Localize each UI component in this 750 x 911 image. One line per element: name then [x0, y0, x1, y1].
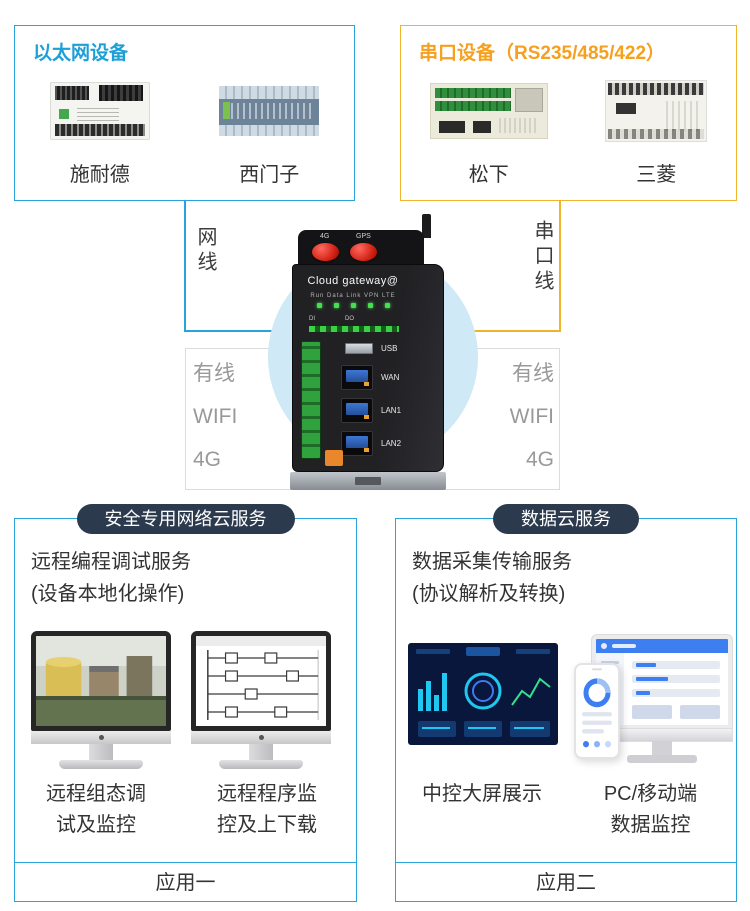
- device-label-siemens: 西门子: [239, 164, 300, 186]
- antenna-connector-4g-icon: [312, 243, 339, 261]
- ladder-screen: [191, 631, 331, 731]
- device-card-mitsubishi: 三菱: [605, 78, 708, 187]
- mode-wifi-left: WIFI: [193, 405, 238, 428]
- power-terminal-icon: [325, 450, 343, 466]
- monitor-stand-neck: [89, 744, 113, 760]
- monitor-chin: [31, 731, 171, 744]
- schneider-plc-image: [49, 78, 150, 144]
- application-panel-2: 数据云服务 数据采集传输服务 (协议解析及转换): [395, 504, 737, 902]
- lan1-port-icon: [341, 398, 373, 423]
- scada-screen-graphic: [36, 636, 166, 726]
- ethernet-cable-line-horizontal: [184, 330, 296, 332]
- device-label-schneider: 施耐德: [69, 164, 130, 186]
- application-panel-1: 安全专用网络云服务 远程编程调试服务 (设备本地化操作): [14, 504, 357, 902]
- antenna-4g-label: 4G: [320, 233, 330, 240]
- mode-4g-right: 4G: [525, 448, 554, 471]
- network-cable-label: 网线: [194, 226, 216, 276]
- siemens-plc-image: [219, 78, 320, 144]
- ladder-monitor-image: [191, 631, 331, 769]
- device-label-mitsubishi: 三菱: [636, 164, 677, 186]
- caption-remote-program: 远程程序监 控及上下载: [217, 783, 317, 836]
- cloud-service-header-2: 数据云服务: [493, 504, 639, 534]
- mode-wifi-right: WIFI: [509, 405, 554, 428]
- ethernet-device-row: 施耐德 西门子: [15, 78, 354, 187]
- panasonic-plc-image: [429, 78, 548, 144]
- io-indicator-blocks: [309, 326, 399, 332]
- plc-graphic-siemens: [219, 86, 320, 136]
- gateway-brand-label: Cloud gateway@: [307, 275, 399, 287]
- antenna-gps-label: GPS: [356, 233, 371, 240]
- serial-cable-line-horizontal: [449, 330, 561, 332]
- pc-mobile-image: [574, 631, 732, 796]
- terminal-block-icon: [301, 341, 321, 459]
- gateway-top-panel: 4G GPS: [298, 230, 424, 264]
- gateway-body: Cloud gateway@ Run Data Link VPN LTE DI …: [292, 264, 444, 472]
- caption-pc-mobile: PC/移动端 数据监控: [603, 783, 698, 836]
- service-subtitle-2: (协议解析及转换): [412, 583, 566, 605]
- device-card-siemens: 西门子: [219, 78, 320, 187]
- serial-devices-panel: 串口设备（RS235/485/422） 松下 三菱: [400, 25, 737, 201]
- do-label: DO: [345, 316, 354, 322]
- lan2-port-icon: [341, 431, 373, 456]
- connection-modes-left: 有线 WIFI 4G: [193, 360, 237, 489]
- serial-devices-title: 串口设备（RS235/485/422）: [419, 43, 666, 64]
- wan-port-label: WAN: [381, 373, 400, 382]
- antenna-connector-gps-icon: [350, 243, 377, 261]
- dashboard-graphic: [408, 643, 558, 745]
- monitor-stand-base: [627, 755, 697, 763]
- monitor-stand-base: [219, 760, 303, 769]
- plc-graphic-mitsubishi: [605, 80, 708, 142]
- ethernet-devices-title: 以太网设备: [33, 43, 129, 64]
- monitor-stand-base: [59, 760, 143, 769]
- usb-port-label: USB: [381, 344, 398, 353]
- caption-remote-config: 远程组态调 试及监控: [46, 783, 146, 836]
- gateway-led-labels: Run Data Link VPN LTE: [310, 293, 396, 299]
- footer-divider-2: [396, 862, 736, 863]
- status-led-icons: [317, 303, 390, 308]
- ladder-logic-graphic: [196, 636, 326, 726]
- ethernet-cable-line: [184, 201, 186, 332]
- phone-image: [574, 663, 620, 759]
- phone-app-graphic: [582, 668, 612, 748]
- service-subtitle-1: (设备本地化操作): [31, 583, 185, 605]
- connection-modes-right: 有线 WIFI 4G: [484, 360, 554, 489]
- plc-graphic-panasonic: [429, 83, 548, 139]
- cloud-gateway-device: 4G GPS Cloud gateway@ Run Data Link VPN …: [288, 214, 458, 492]
- device-label-panasonic: 松下: [468, 164, 509, 186]
- scada-monitor-image: [31, 631, 171, 769]
- monitor-stand-neck: [652, 741, 672, 755]
- serial-cable-label: 串口线: [531, 220, 553, 295]
- big-screen-dashboard-image: [408, 643, 558, 745]
- antenna-stub: [422, 214, 431, 238]
- service-title-1: 远程编程调试服务: [31, 551, 191, 573]
- device-card-panasonic: 松下: [429, 78, 548, 187]
- scada-screen: [31, 631, 171, 731]
- mode-wired-right: 有线: [512, 362, 554, 385]
- monitor-chin: [592, 729, 732, 741]
- mitsubishi-plc-image: [605, 78, 708, 144]
- application-footer-1: 应用一: [155, 872, 216, 894]
- din-rail-bracket: [290, 472, 446, 490]
- service-title-2: 数据采集传输服务: [412, 551, 572, 573]
- monitor-chin: [191, 731, 331, 744]
- application-footer-2: 应用二: [536, 872, 596, 894]
- plc-graphic-schneider: [49, 82, 150, 140]
- caption-big-screen: 中控大屏展示: [422, 783, 542, 805]
- mode-wired-left: 有线: [193, 362, 235, 385]
- monitor-stand-neck: [249, 744, 273, 760]
- lan2-port-label: LAN2: [381, 439, 402, 448]
- di-label: DI: [309, 316, 315, 322]
- footer-divider-1: [15, 862, 356, 863]
- device-card-schneider: 施耐德: [49, 78, 150, 187]
- usb-port-icon: [345, 343, 373, 354]
- mode-4g-left: 4G: [193, 448, 222, 471]
- cloud-service-header-1: 安全专用网络云服务: [76, 504, 295, 534]
- io-labels: DI DO: [309, 316, 354, 322]
- serial-cable-line: [559, 201, 561, 332]
- lan1-port-label: LAN1: [381, 406, 402, 415]
- serial-device-row: 松下 三菱: [401, 78, 736, 187]
- wan-port-icon: [341, 365, 373, 390]
- ethernet-devices-panel: 以太网设备 施耐德 西门子: [14, 25, 355, 201]
